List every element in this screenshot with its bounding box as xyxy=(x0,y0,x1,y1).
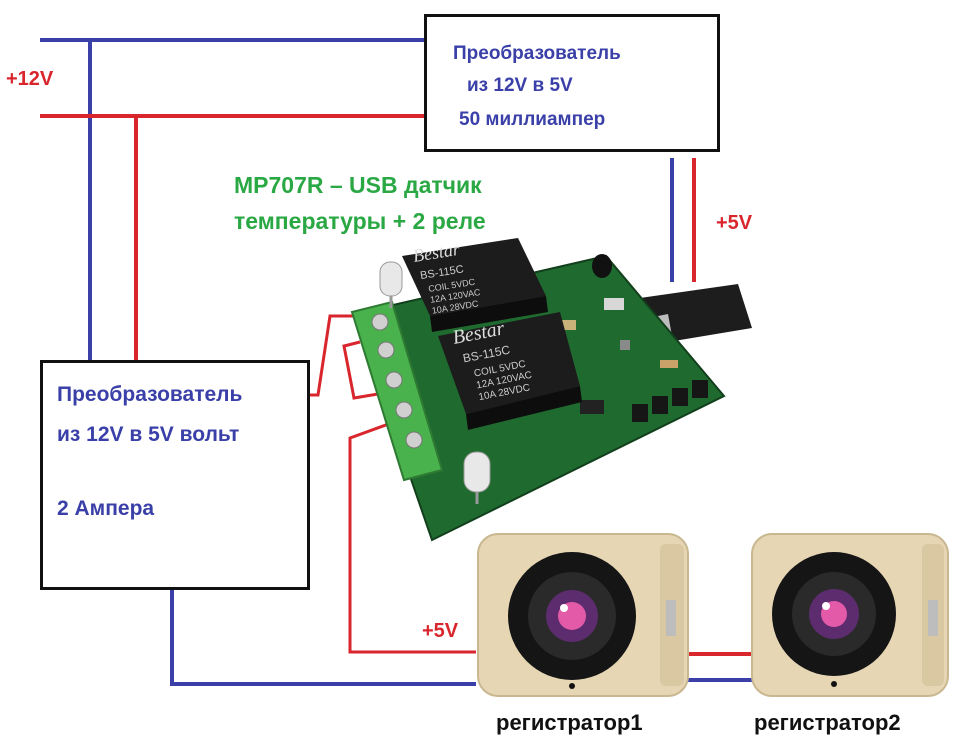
header-pins xyxy=(632,380,708,422)
converter-50ma-line-2: из 12V в 5V xyxy=(467,75,573,96)
converter-2a-line-3: 2 Ампера xyxy=(57,497,155,520)
camera-1-caption: регистратор1 xyxy=(496,710,643,735)
smd-component xyxy=(660,360,678,368)
converter-50ma-line-1: Преобразователь xyxy=(453,43,621,64)
converter-2a-line-2: из 12V в 5V вольт xyxy=(57,423,240,446)
smd-component xyxy=(620,340,630,350)
screw xyxy=(405,431,423,449)
screw xyxy=(377,341,395,359)
board-title-line-1: MP707R – USB датчик xyxy=(234,172,482,198)
converter-2a-box: Преобразователь из 12V в 5V вольт 2 Ампе… xyxy=(40,360,310,590)
dashcam-2 xyxy=(751,533,949,697)
wire-relay-to-camera xyxy=(348,416,476,654)
label-12v: +12V xyxy=(6,68,54,90)
converter-50ma-box: Преобразователь из 12V в 5V 50 миллиампе… xyxy=(424,14,720,152)
wires-usb-5v xyxy=(670,158,696,282)
converter-2a-line-1: Преобразователь xyxy=(57,383,243,406)
led-1 xyxy=(379,261,403,308)
board-title-line-2: температуры + 2 реле xyxy=(234,208,486,234)
smd-component xyxy=(580,400,604,414)
screw xyxy=(371,313,389,331)
wire-converter-to-relay xyxy=(308,314,360,397)
camera-2-caption: регистратор2 xyxy=(754,710,901,735)
relay-2-body xyxy=(438,312,582,430)
wires-between-cameras xyxy=(688,652,754,682)
wires-relay xyxy=(170,314,476,686)
terminal-block xyxy=(350,300,444,482)
wire-12v-negative xyxy=(40,38,426,362)
wire-12v-positive xyxy=(40,114,426,362)
wires-12v-bus xyxy=(40,38,426,362)
wire-ground-to-camera xyxy=(170,590,476,686)
smd-component xyxy=(562,320,576,330)
label-5v-usb: +5V xyxy=(716,212,753,234)
dashcam-1 xyxy=(477,533,689,697)
converter-50ma-line-3: 50 миллиампер xyxy=(459,109,606,130)
screw xyxy=(385,371,403,389)
label-5v-camera: +5V xyxy=(422,620,459,642)
led-2 xyxy=(463,451,491,504)
smd-component xyxy=(604,298,624,310)
screw xyxy=(395,401,413,419)
relay-1-body xyxy=(402,238,548,332)
transistor xyxy=(592,254,612,278)
wire-relay-jumper xyxy=(342,340,379,400)
